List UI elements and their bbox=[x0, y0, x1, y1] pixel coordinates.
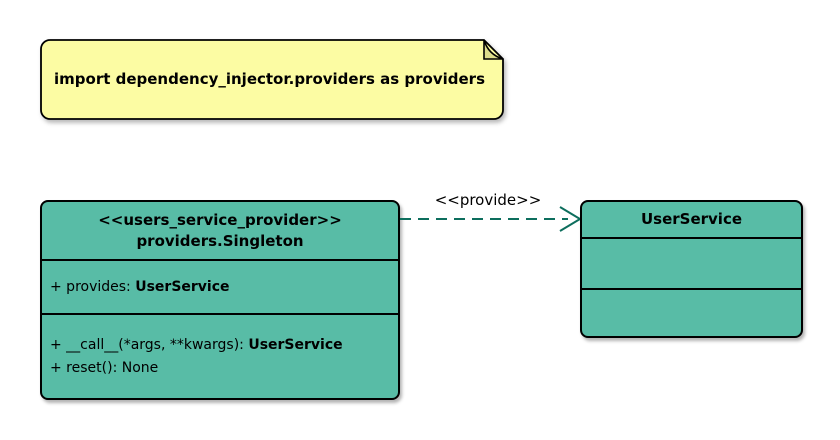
note-text: import dependency_injector.providers as … bbox=[54, 70, 486, 88]
class-header: UserService bbox=[582, 202, 801, 237]
class-node-providers-singleton: <<users_service_provider>> providers.Sin… bbox=[40, 200, 400, 400]
method-text: + __call__(*args, **kwargs): bbox=[50, 336, 249, 353]
attribute-line: + provides: UserService bbox=[50, 276, 398, 299]
edge-label: <<provide>> bbox=[434, 191, 542, 209]
method-line: + __call__(*args, **kwargs): UserService bbox=[50, 334, 398, 357]
class-methods-compartment: + __call__(*args, **kwargs): UserService… bbox=[42, 313, 398, 398]
import-note: import dependency_injector.providers as … bbox=[40, 39, 506, 121]
class-attributes-compartment: + provides: UserService bbox=[42, 259, 398, 313]
class-node-userservice: UserService bbox=[580, 200, 803, 338]
method-return-type: UserService bbox=[248, 336, 343, 353]
note-body bbox=[40, 39, 504, 120]
attribute-type: UserService bbox=[135, 278, 230, 295]
class-attributes-compartment-empty bbox=[582, 237, 801, 288]
note-shape bbox=[40, 39, 504, 120]
class-methods-compartment-empty bbox=[582, 288, 801, 336]
class-header: <<users_service_provider>> providers.Sin… bbox=[42, 202, 398, 259]
class-name: providers.Singleton bbox=[136, 231, 304, 250]
method-line: + reset(): None bbox=[50, 357, 398, 380]
method-text: + reset(): None bbox=[50, 359, 159, 376]
class-name: UserService bbox=[640, 210, 743, 228]
note-fold-icon bbox=[483, 39, 504, 60]
attribute-text: + provides: bbox=[50, 278, 136, 295]
class-stereotype: <<users_service_provider>> bbox=[98, 210, 342, 229]
